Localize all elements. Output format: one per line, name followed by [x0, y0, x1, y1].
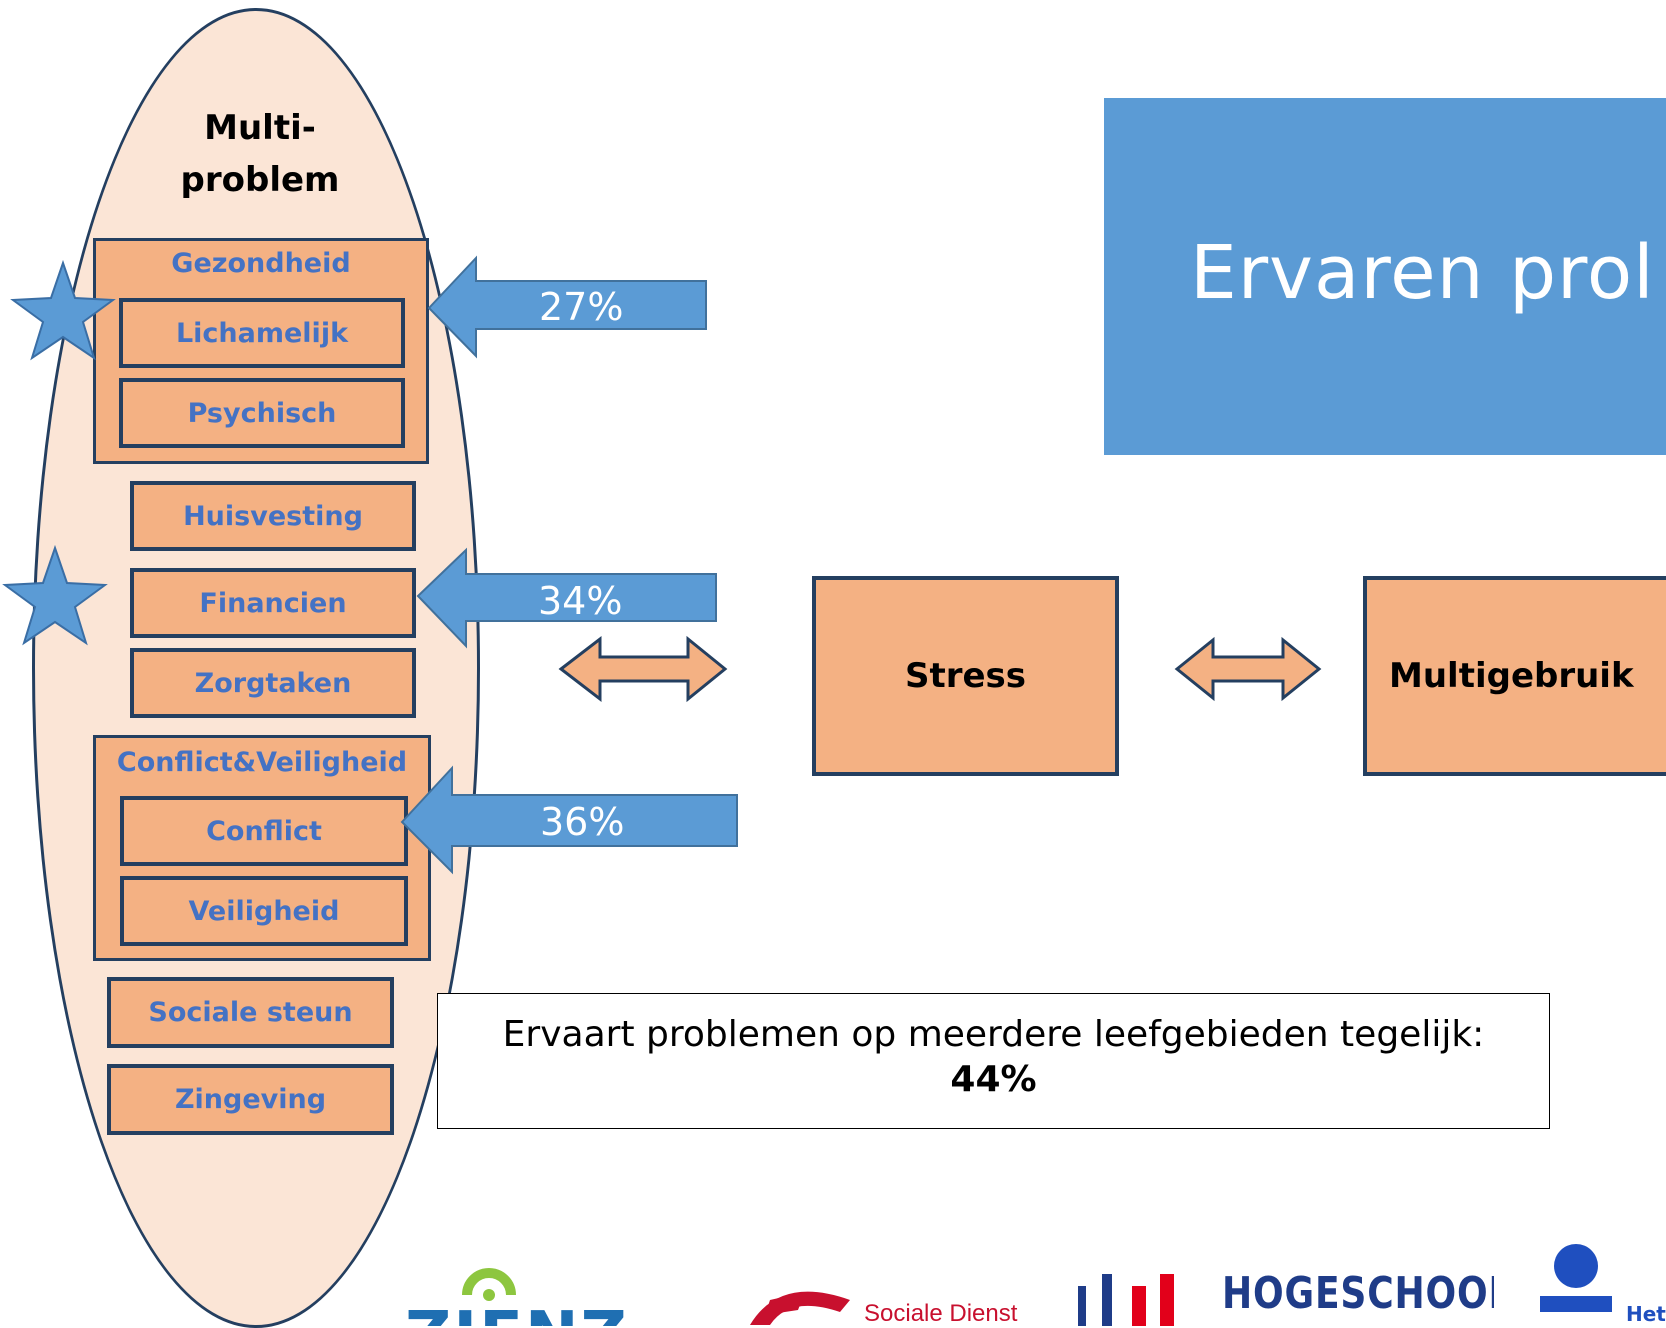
group-label-conflict-veiligheid: Conflict&Veiligheid [116, 747, 408, 778]
arrow-lichamelijk [427, 255, 707, 359]
logo-sociale-dienst: Sociale Dienst [740, 1270, 1040, 1326]
pct-lichamelijk: 27% [539, 285, 624, 329]
ellipse-title: Multi- problem [155, 102, 365, 206]
arrow-financien [416, 547, 717, 649]
ellipse-title-line2: problem [180, 160, 340, 200]
group-label-gezondheid: Gezondheid [171, 248, 351, 279]
domain-sociale-steun: Sociale steun [107, 977, 394, 1048]
domain-financien: Financien [130, 568, 416, 638]
zienz-logo-icon [462, 1268, 516, 1301]
double-arrow-right [1174, 636, 1322, 702]
summary-text: Ervaart problemen op meerdere leefgebied… [502, 1014, 1485, 1055]
logo-het: Het [1540, 1244, 1666, 1326]
domain-conflict: Conflict [120, 796, 408, 866]
domain-zorgtaken: Zorgtaken [130, 648, 416, 718]
star-icon-financien [2, 544, 108, 646]
slide-title: Ervaren prol [1190, 230, 1655, 316]
logo-zienz: ZIENZ [405, 1255, 665, 1326]
summary-percentage: 44% [950, 1059, 1037, 1100]
sociale-dienst-logo-icon [750, 1291, 850, 1325]
pct-financien: 34% [538, 579, 623, 623]
domain-psychisch: Psychisch [119, 378, 405, 448]
node-stress: Stress [812, 576, 1119, 776]
arrow-conflict [400, 765, 738, 875]
pct-conflict: 36% [540, 800, 625, 844]
title-panel: Ervaren prol [1104, 98, 1666, 455]
domain-lichamelijk: Lichamelijk [119, 298, 405, 368]
ellipse-title-line1: Multi- [204, 108, 316, 148]
summary-box: Ervaart problemen op meerdere leefgebied… [437, 993, 1550, 1129]
logo-hogeschool: HOGESCHOOL [1074, 1268, 1494, 1326]
star-icon-lichamelijk [10, 259, 116, 361]
domain-veiligheid: Veiligheid [120, 876, 408, 946]
node-multigebruik: Multigebruik [1363, 576, 1666, 776]
domain-zingeving: Zingeving [107, 1064, 394, 1135]
domain-huisvesting: Huisvesting [130, 481, 416, 551]
double-arrow-left [558, 635, 728, 703]
